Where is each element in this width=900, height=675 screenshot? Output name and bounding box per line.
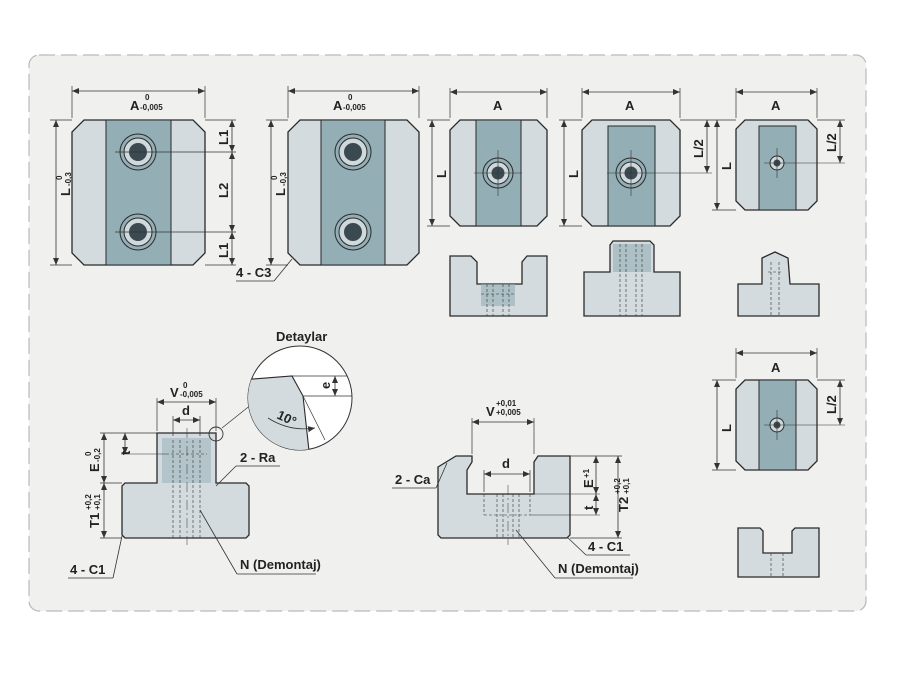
detail-view: Detaylar e 10° <box>247 329 353 451</box>
dim-l-label: L <box>566 170 581 178</box>
dim-a-tol-bottom: -0,005 <box>343 103 366 112</box>
dim-a-label: A <box>333 98 343 113</box>
part-two-hole-block-2: A 0 -0,005 L 0 -0,3 4 - C3 <box>236 86 420 282</box>
dim-v-label: V <box>486 404 495 419</box>
dim-t1-label: T1 <box>87 513 102 528</box>
dim-l-tol-top: 0 <box>270 175 279 180</box>
dim-l-label: L <box>434 170 449 178</box>
part-side-view-small-u-block <box>737 527 820 578</box>
dim-t-label: t <box>581 505 596 510</box>
dim-l1-bottom-label: L1 <box>216 243 231 258</box>
dim-a-label: A <box>771 360 781 375</box>
dim-v-label: V <box>170 385 179 400</box>
detail-u-block: V +0,01 +0,005 d E +1 t T2 +0,2 +0,1 2 -… <box>392 399 639 579</box>
dim-a-label: A <box>130 98 140 113</box>
part-side-view-u-block <box>449 255 548 317</box>
dim-d-label: d <box>502 456 510 471</box>
radius-ra-label: 2 - Ra <box>240 450 276 465</box>
dim-a-tol-top: 0 <box>348 93 353 102</box>
dim-l2-label: L2 <box>216 183 231 198</box>
dim-l-tol-top: 0 <box>55 175 64 180</box>
part-side-view-small-t-block <box>737 251 820 317</box>
dim-e-tol-top: 0 <box>84 451 93 456</box>
dim-l-half-label: L/2 <box>824 133 839 152</box>
part-small-block-2: A L L/2 <box>712 348 845 471</box>
dim-t-label: t <box>118 450 133 455</box>
dim-v-tol-top: 0 <box>183 381 188 390</box>
dim-l-label: L <box>719 162 734 170</box>
dim-l-label: L <box>58 188 73 196</box>
dim-v-tol-bottom: +0,005 <box>496 408 521 417</box>
dim-e-label: E <box>87 463 102 472</box>
dim-l-half-label: L/2 <box>691 139 706 158</box>
chamfer-c1-label: 4 - C1 <box>588 539 623 554</box>
dim-e-plus-tol: +1 <box>582 468 591 478</box>
demontaj-label: N (Demontaj) <box>240 557 321 572</box>
dim-l-half-label: L/2 <box>824 395 839 414</box>
detail-e-label: e <box>318 382 333 389</box>
part-single-hole-block-1: A L <box>427 88 548 227</box>
dim-a-label: A <box>625 98 635 113</box>
dim-t2-tol-bottom: +0,1 <box>622 478 631 494</box>
dim-t1-tol-top: +0,2 <box>84 494 93 510</box>
part-two-hole-block-1: A 0 -0,005 L 0 -0,3 L1 L2 L1 <box>50 86 236 266</box>
detail-t-block: V 0 -0,005 d t E 0 -0,2 T1 +0,2 +0,1 2 -… <box>68 381 321 579</box>
chamfer-c3-label: 4 - C3 <box>236 265 271 280</box>
dim-v-tol-bottom: -0,005 <box>180 390 203 399</box>
dim-l-tol-bottom: -0,3 <box>279 172 288 186</box>
dim-t2-tol-top: +0,2 <box>613 478 622 494</box>
part-single-hole-block-2: A L L/2 <box>559 88 712 227</box>
dim-e-plus-label: E <box>581 479 596 488</box>
bore-hole-icon <box>334 213 372 251</box>
dim-t2-label: T2 <box>616 497 631 512</box>
dim-d-label: d <box>182 403 190 418</box>
dim-a-tol-bottom: -0,005 <box>140 103 163 112</box>
dim-l1-top-label: L1 <box>216 130 231 145</box>
chamfer-ca-label: 2 - Ca <box>395 472 431 487</box>
part-small-block-1: A L L/2 <box>712 88 845 211</box>
dim-l-label: L <box>719 424 734 432</box>
dim-t1-tol-bottom: +0,1 <box>93 494 102 510</box>
dim-a-label: A <box>493 98 503 113</box>
demontaj-label: N (Demontaj) <box>558 561 639 576</box>
dim-a-label: A <box>771 98 781 113</box>
part-side-view-t-block <box>583 240 681 317</box>
dim-l-tol-bottom: -0,3 <box>64 172 73 186</box>
details-title: Detaylar <box>276 329 327 344</box>
dim-e-tol-bottom: -0,2 <box>93 448 102 462</box>
dim-l-label: L <box>273 188 288 196</box>
dim-a-tol-top: 0 <box>145 93 150 102</box>
bore-hole-icon <box>334 133 372 171</box>
dim-v-tol-top: +0,01 <box>496 399 517 408</box>
chamfer-c1-label: 4 - C1 <box>70 562 105 577</box>
